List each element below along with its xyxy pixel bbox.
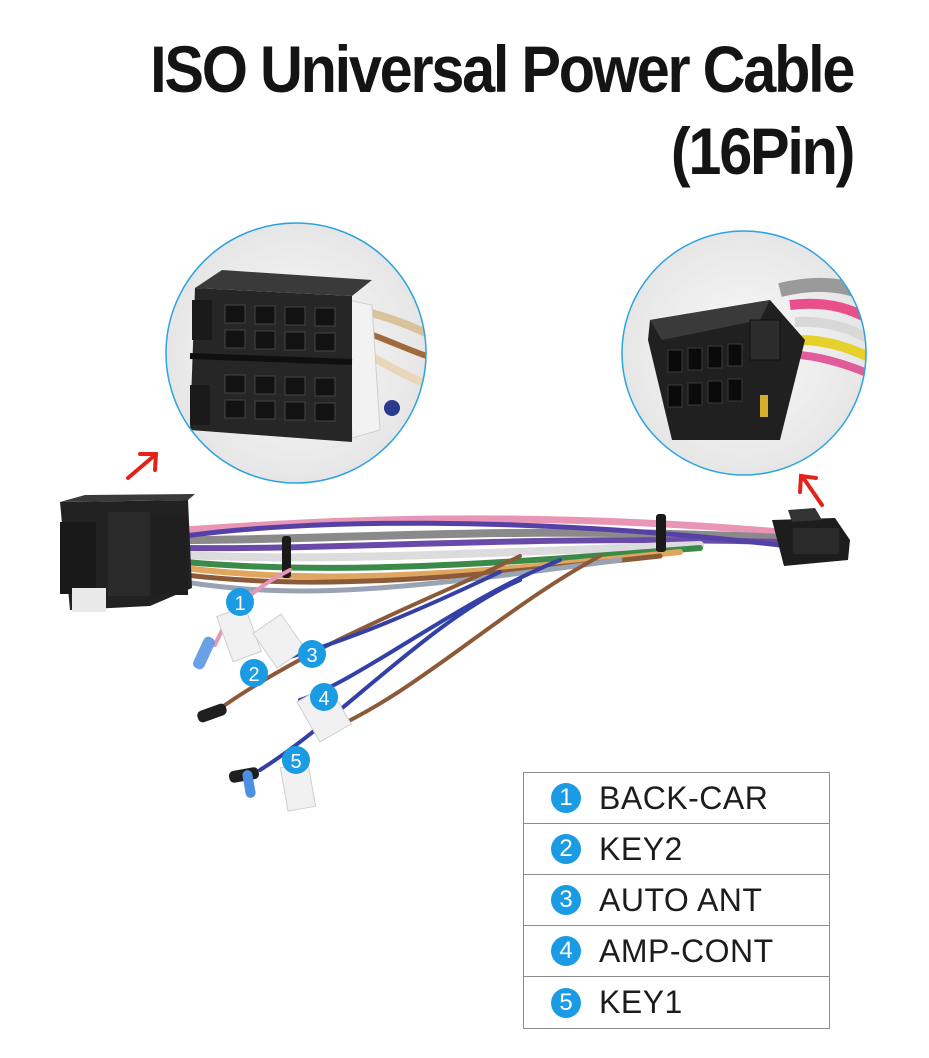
legend-number-badge: 3: [551, 885, 581, 915]
page-title: ISO Universal Power Cable (16Pin): [149, 28, 856, 192]
wire-badge-3-label: 3: [306, 645, 317, 667]
legend-label: BACK-CAR: [599, 779, 769, 816]
legend-label: KEY2: [599, 830, 683, 867]
title-line-1: ISO Universal Power Cable: [149, 32, 855, 106]
wire-badge-3: 3: [298, 640, 326, 668]
legend-number-badge: 1: [551, 783, 581, 813]
legend-label: KEY1: [599, 984, 683, 1020]
legend-label: AUTO ANT: [599, 881, 763, 918]
legend-label: AMP-CONT: [599, 932, 774, 969]
wire-badge-1: 1: [226, 588, 254, 616]
legend-number-badge: 4: [551, 936, 581, 966]
legend-row: 3 AUTO ANT: [524, 875, 829, 926]
legend-row: 2 KEY2: [524, 824, 829, 875]
legend-number-badge: 5: [551, 987, 581, 1018]
legend-row: 1 BACK-CAR: [524, 773, 829, 824]
pin16-connector-icon: [772, 508, 850, 566]
wire-terminals: [193, 636, 260, 798]
red-arrow-icon: [798, 473, 824, 507]
red-arrow-icon: [126, 452, 159, 480]
wire-legend-table: 1 BACK-CAR 2 KEY2 3 AUTO ANT 4 AMP-CONT …: [523, 772, 830, 1029]
iso-connector-icon: [60, 494, 195, 612]
wire-badge-5: 5: [282, 746, 310, 774]
wire-badge-5-label: 5: [290, 751, 301, 773]
wire-badge-4-label: 4: [318, 688, 329, 710]
wire-bundle: [181, 515, 784, 594]
cable-tie: [656, 514, 666, 552]
legend-number-badge: 2: [551, 834, 581, 864]
iso-connector-zoom: [165, 222, 427, 484]
legend-row: 5 KEY1: [524, 977, 829, 1028]
wire-badge-2-label: 2: [248, 664, 259, 686]
legend-row: 4 AMP-CONT: [524, 926, 829, 977]
iso-connector-icon: [189, 270, 426, 442]
pin16-connector-icon: [648, 277, 866, 440]
wire-badge-4: 4: [310, 683, 338, 711]
title-line-2: (16Pin): [670, 114, 856, 188]
pin16-connector-zoom: [621, 230, 867, 476]
wire-badge-1-label: 1: [234, 593, 245, 615]
wire-badge-2: 2: [240, 659, 268, 687]
cable-tie: [282, 536, 291, 578]
